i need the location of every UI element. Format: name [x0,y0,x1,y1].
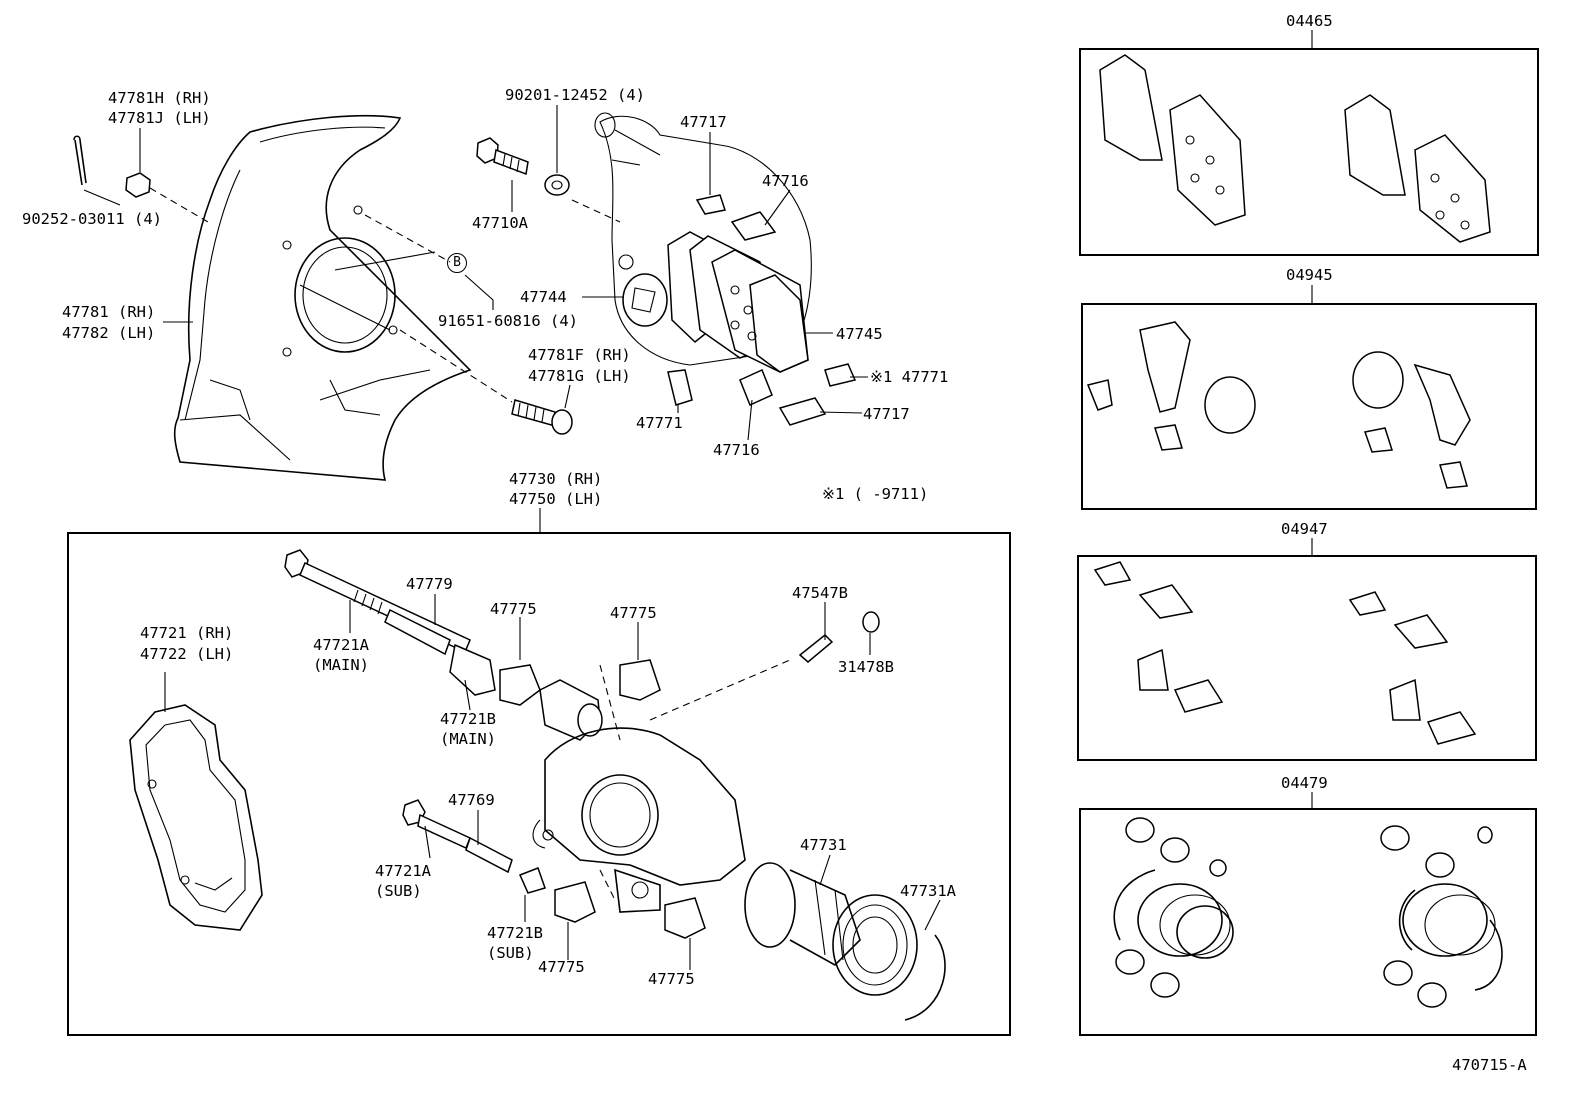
anti-squeal-shim [622,273,668,327]
kit-04479-drawing [1113,792,1503,1008]
part-label: 47750 (LH) [509,490,603,508]
part-label: 47721A [313,636,369,654]
part-label: 47716 [762,172,809,190]
leader-lines-top [83,105,868,533]
bleeder-cap [862,611,880,633]
part-label: 90252-03011 (4) [22,210,162,228]
leader-lines-caliper [164,594,941,970]
cotter-pin [73,135,87,186]
bleeder-screw [798,633,834,663]
part-label: (MAIN) [440,730,496,748]
bush-47775-top [619,659,661,701]
reference-b-circle: B [447,253,467,273]
bush-47775-right [664,897,706,939]
part-label: ※1 47771 [870,368,949,386]
part-label: 47781 (RH) [62,303,156,321]
part-label: (MAIN) [313,656,369,674]
part-label: 47721A [375,862,431,880]
pad-clips-top [667,194,857,426]
part-label: (SUB) [375,882,422,900]
kit-label-04947: 04947 [1281,520,1328,538]
part-label: 47744 [520,288,567,306]
part-label: 47716 [713,441,760,459]
footnote: ※1 ( -9711) [822,485,929,503]
part-label: 47782 (LH) [62,324,156,342]
torque-plate-drawing [594,112,812,366]
part-label: 47779 [406,575,453,593]
part-label: 47717 [680,113,727,131]
kit-04947-drawing [1093,538,1477,745]
part-label: 47781H (RH) [108,89,211,107]
pin-bush-main [499,664,541,706]
dust-shield-drawing [173,114,472,481]
kit-04947-frame [1077,555,1537,761]
part-label: 31478B [838,658,894,676]
part-label: 47730 (RH) [509,470,603,488]
slide-pin-sub [402,799,546,894]
kit-04465-frame [1079,48,1539,256]
part-label: 47547B [792,584,848,602]
part-label: 47721B [487,924,543,942]
part-label: (SUB) [487,944,534,962]
castle-nut [125,172,151,198]
part-label: 47731A [900,882,956,900]
part-label: 47771 [636,414,683,432]
part-label: 47775 [648,970,695,988]
bush-47775-sub [554,881,596,923]
part-label: 47781F (RH) [528,346,631,364]
kit-label-04945: 04945 [1286,266,1333,284]
part-label: 47745 [836,325,883,343]
part-label: 47769 [448,791,495,809]
part-label: 90201-12452 (4) [505,86,645,104]
part-label: 47717 [863,405,910,423]
kit-04465-drawing [1099,30,1491,243]
part-label: 47722 (LH) [140,645,234,663]
part-label: 47775 [538,958,585,976]
kit-04479-frame [1079,808,1537,1036]
figure-id: 470715-A [1452,1056,1527,1074]
part-label: 47775 [610,604,657,622]
pin-boot-main [449,643,496,696]
part-label: 47781J (LH) [108,109,211,127]
kit-04945-drawing [1086,285,1471,489]
part-label: 47731 [800,836,847,854]
piston-seal-drawing [744,862,946,1021]
washer [544,174,570,196]
kit-04945-frame [1081,303,1537,510]
brake-pads-drawing [667,231,809,373]
caliper-cylinder-drawing [532,727,746,913]
part-label: 47781G (LH) [528,367,631,385]
kit-label-04479: 04479 [1281,774,1328,792]
kit-label-04465: 04465 [1286,12,1333,30]
part-label: 91651-60816 (4) [438,312,578,330]
part-label: 47710A [472,214,528,232]
shield-bolt-drawing [399,329,573,435]
caliper-assembly-frame [67,532,1011,1036]
caliper-bracket-drawing [129,704,263,931]
part-label: 47721B [440,710,496,728]
part-label: 47721 (RH) [140,624,234,642]
part-label: 47775 [490,600,537,618]
caliper-bolt-drawing [476,137,529,176]
